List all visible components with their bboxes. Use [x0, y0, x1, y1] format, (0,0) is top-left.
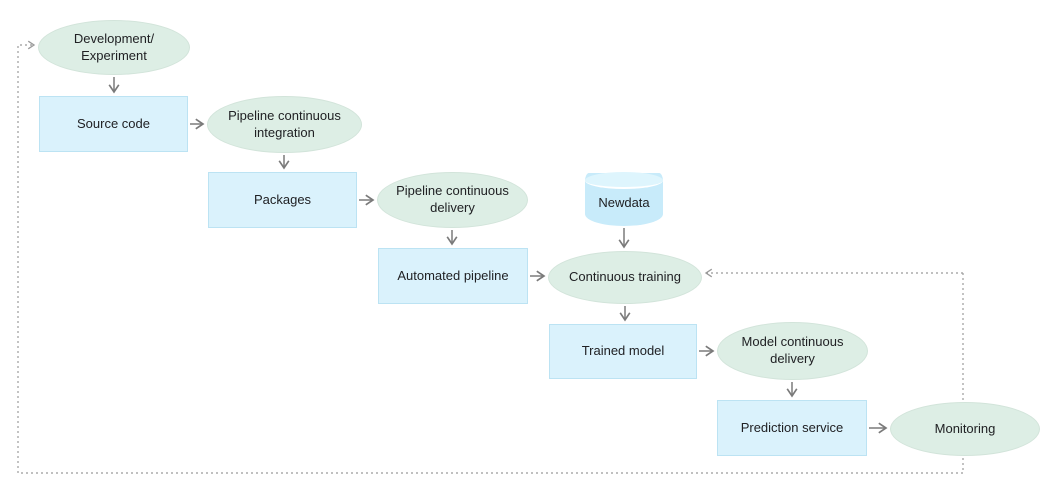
node-development-experiment-label: Development/ Experiment	[73, 30, 155, 63]
node-continuous-training-label: Continuous training	[568, 269, 682, 285]
node-pipeline-continuous-delivery-label: Pipeline continuous delivery	[396, 183, 509, 215]
node-prediction-service-label: Prediction service	[740, 419, 844, 435]
node-source-code-label: Source code	[77, 115, 150, 131]
node-model-continuous-delivery: Model continuous delivery	[717, 322, 868, 380]
node-pipeline-continuous-integration: Pipeline continuous integration	[207, 96, 362, 153]
node-automated-pipeline: Automated pipeline	[378, 248, 528, 304]
node-packages-label: Packages	[253, 191, 312, 207]
node-model-continuous-delivery-label: Model continuous delivery	[741, 334, 844, 366]
node-source-code: Source code	[39, 96, 188, 152]
cylinder-top-face	[585, 172, 663, 189]
node-monitoring-label: Monitoring	[934, 420, 996, 436]
node-packages: Packages	[208, 172, 357, 228]
node-monitoring: Monitoring	[890, 402, 1040, 456]
node-continuous-training: Continuous training	[548, 251, 702, 304]
node-trained-model: Trained model	[549, 324, 697, 379]
node-newdata: Newdata	[585, 172, 663, 226]
node-development-experiment: Development/ Experiment	[38, 20, 190, 75]
edge-monitoring-to-development-feedback-loop	[17, 40, 964, 474]
node-automated-pipeline-label: Automated pipeline	[397, 267, 509, 283]
node-newdata-label: Newdata	[598, 195, 650, 211]
node-pipeline-continuous-integration-label: Pipeline continuous integration	[228, 107, 341, 140]
node-pipeline-continuous-delivery: Pipeline continuous delivery	[377, 172, 528, 228]
node-trained-model-label: Trained model	[581, 343, 665, 359]
node-prediction-service: Prediction service	[717, 400, 867, 456]
